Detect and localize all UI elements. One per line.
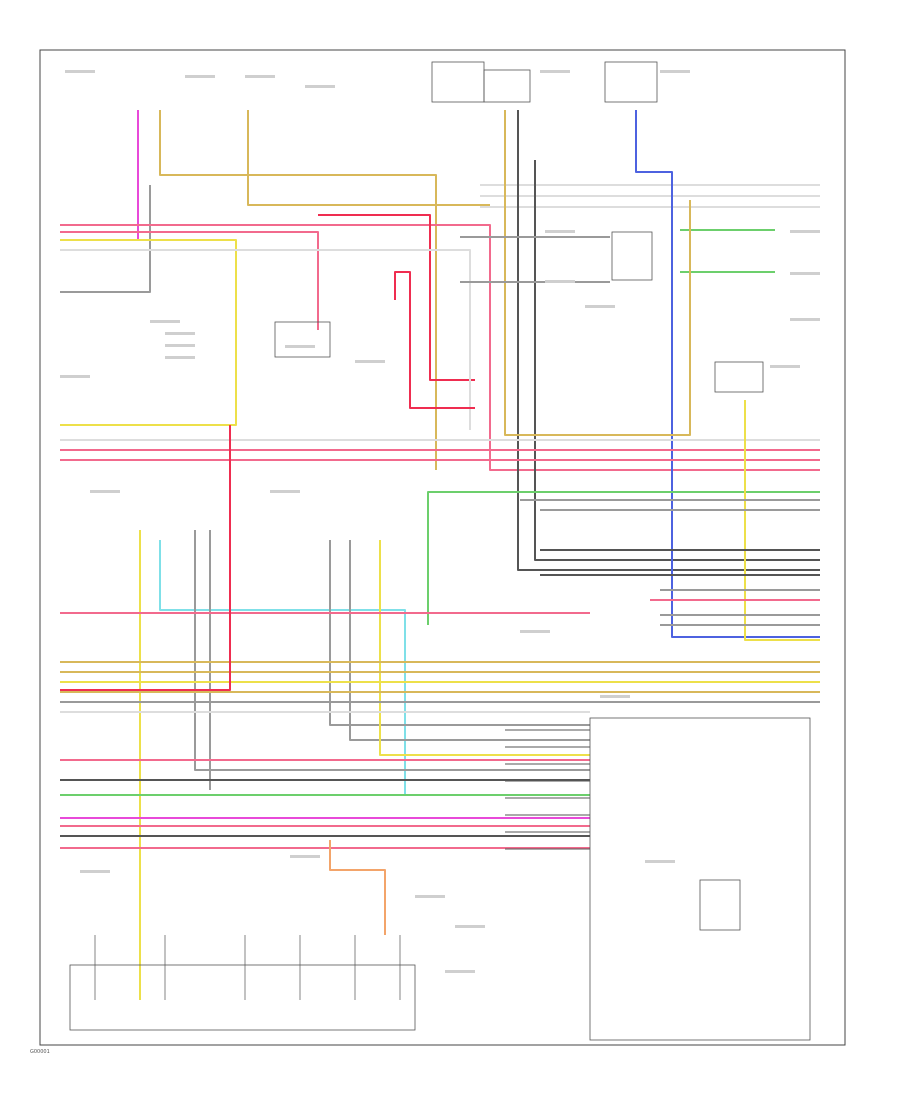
ecm-connector-b	[483, 69, 531, 103]
illegible-label-5	[660, 70, 690, 73]
label-layer	[60, 70, 820, 973]
wire-layer	[60, 110, 820, 1000]
illegible-label-8	[165, 344, 195, 347]
inner-module-box	[699, 879, 741, 931]
illegible-label-0	[65, 70, 95, 73]
wire-gray-low-3	[329, 540, 590, 726]
illegible-label-20	[790, 272, 820, 275]
wire-dark-ecm-1	[517, 110, 820, 571]
wire-tan-2	[247, 110, 490, 206]
wire-pink-top-1	[60, 224, 820, 471]
illegible-label-19	[790, 230, 820, 233]
illegible-label-2	[245, 75, 275, 78]
illegible-label-11	[285, 345, 315, 348]
relay-module-box	[274, 321, 331, 358]
illegible-label-13	[585, 305, 615, 308]
wire-blue	[635, 110, 820, 638]
illegible-label-9	[165, 356, 195, 359]
illegible-label-14	[770, 365, 800, 368]
wire-gray-low-4	[349, 540, 590, 741]
illegible-label-4	[540, 70, 570, 73]
wire-pink-top-2	[60, 231, 319, 330]
wire-yellow-top	[60, 239, 237, 426]
footer-code: G00001	[30, 1049, 50, 1055]
wire-tan-top	[159, 110, 437, 470]
wire-red-inner	[394, 271, 475, 409]
illegible-label-18	[545, 280, 575, 283]
illegible-label-28	[290, 855, 320, 858]
illegible-label-7	[165, 332, 195, 335]
illegible-label-15	[90, 490, 120, 493]
illegible-label-3	[305, 85, 335, 88]
ecm-connector-a	[431, 61, 485, 103]
wire-green-mid	[427, 491, 820, 625]
diagram-frame	[39, 49, 846, 1046]
illegible-label-10	[60, 375, 90, 378]
illegible-label-12	[355, 360, 385, 363]
wire-gray-top	[60, 185, 151, 293]
wire-yellow-mid	[744, 400, 820, 641]
illegible-label-24	[645, 860, 675, 863]
illegible-label-1	[185, 75, 215, 78]
illegible-label-21	[790, 318, 820, 321]
illegible-label-27	[80, 870, 110, 873]
wire-yellow-low-2	[379, 540, 590, 756]
control-module-box	[589, 717, 811, 1041]
fuel-pump-relay-box	[611, 231, 653, 281]
wire-gray-low-1	[194, 530, 590, 771]
illegible-label-6	[150, 320, 180, 323]
illegible-label-17	[545, 230, 575, 233]
sensor-connector-top-right	[604, 61, 658, 103]
ground-distribution-box	[69, 964, 416, 1031]
component-layer	[69, 61, 811, 1041]
wire-cyan-low	[159, 540, 590, 796]
wire-orange-low	[329, 840, 386, 935]
wire-white-left	[60, 249, 471, 430]
wire-tan-right	[504, 110, 691, 436]
wire-red-long	[60, 425, 231, 691]
illegible-label-22	[520, 630, 550, 633]
pressure-sensor-box	[714, 361, 764, 393]
illegible-label-25	[415, 895, 445, 898]
wire-red-top	[318, 214, 475, 381]
illegible-label-26	[455, 925, 485, 928]
illegible-label-23	[600, 695, 630, 698]
illegible-label-16	[270, 490, 300, 493]
wire-magenta-top	[60, 110, 139, 241]
illegible-label-29	[445, 970, 475, 973]
wire-dark-ecm-2	[534, 160, 820, 561]
